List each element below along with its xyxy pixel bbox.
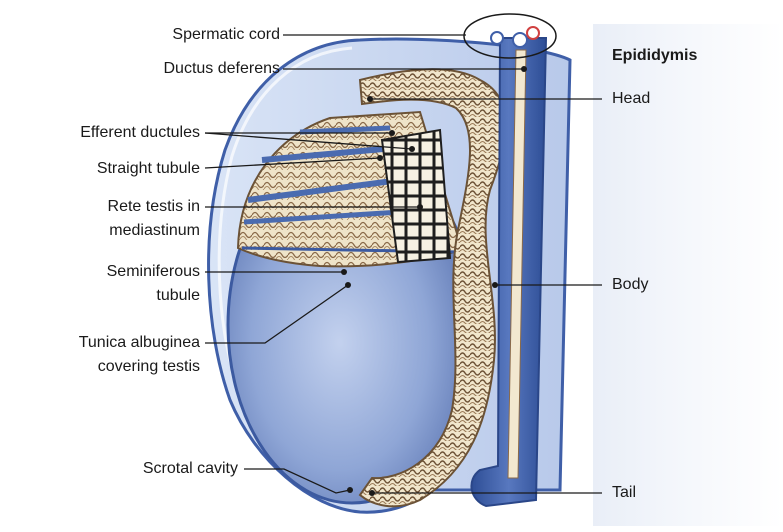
- label-tunica-line1: Tunica albuginea: [79, 332, 200, 353]
- label-body: Body: [612, 274, 648, 295]
- label-rete-testis-line2: mediastinum: [109, 220, 200, 241]
- label-seminiferous-line1: Seminiferous: [107, 261, 200, 282]
- label-head: Head: [612, 88, 650, 109]
- label-seminiferous-line2: tubule: [156, 285, 200, 306]
- label-efferent-ductules: Efferent ductules: [80, 122, 200, 143]
- label-spermatic-cord: Spermatic cord: [172, 24, 280, 45]
- label-tunica-line2: covering testis: [98, 356, 200, 377]
- label-scrotal-cavity: Scrotal cavity: [143, 458, 238, 479]
- label-rete-testis-line1: Rete testis in: [108, 196, 200, 217]
- label-ductus-deferens: Ductus deferens: [163, 58, 280, 79]
- label-straight-tubule: Straight tubule: [97, 158, 200, 179]
- label-tail: Tail: [612, 482, 636, 503]
